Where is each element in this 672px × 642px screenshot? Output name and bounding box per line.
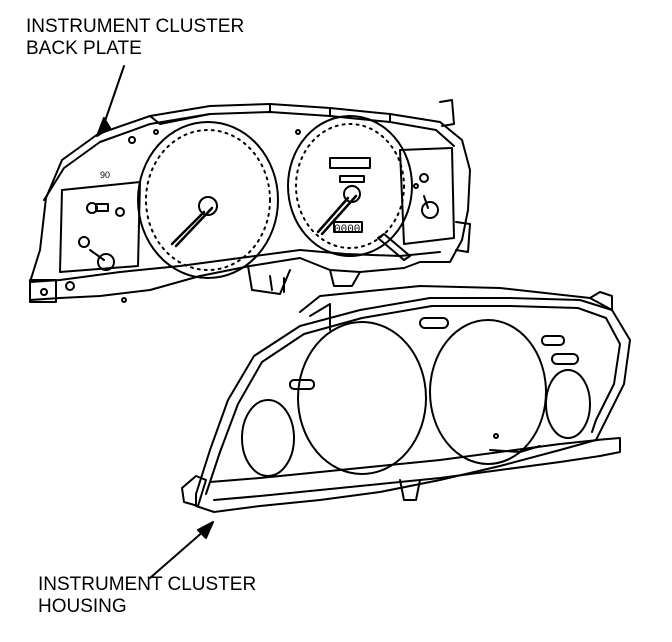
- back-plate: [29, 99, 471, 303]
- housing-leader: [149, 521, 214, 579]
- gauge-mark-text: 90: [100, 170, 110, 180]
- back-plate-label-line1: INSTRUMENT CLUSTER: [26, 16, 245, 37]
- housing-label-line1: INSTRUMENT CLUSTER: [38, 574, 257, 595]
- housing-label-line2: HOUSING: [38, 596, 127, 617]
- housing-label: INSTRUMENT CLUSTER HOUSING: [38, 574, 256, 618]
- back-plate-label: INSTRUMENT CLUSTER BACK PLATE: [26, 16, 244, 60]
- cluster-housing: [181, 285, 631, 513]
- back-plate-label-line2: BACK PLATE: [26, 38, 142, 59]
- odometer-text: 0000: [334, 224, 360, 236]
